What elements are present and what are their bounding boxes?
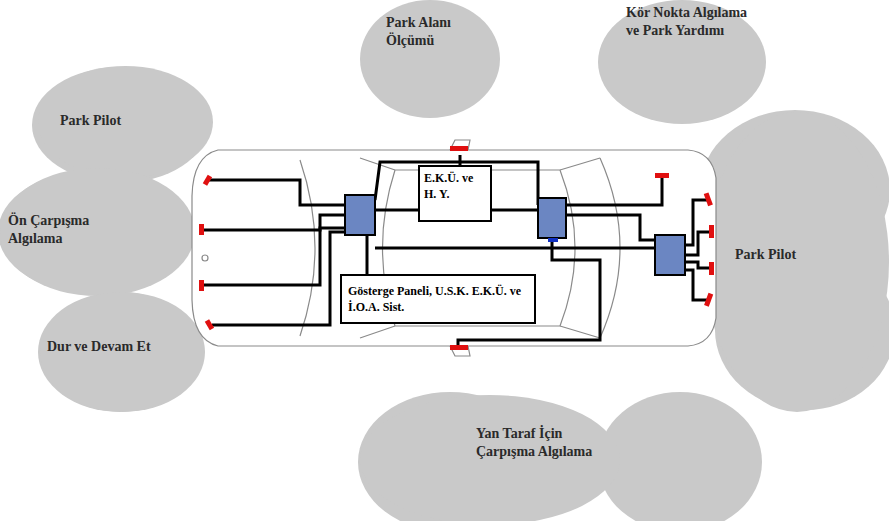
zone-label: Park Pilot [60, 112, 170, 130]
sensor [203, 175, 212, 186]
sensor [450, 345, 468, 350]
zone-label: Kör Nokta Algılama ve Park Yardımı [626, 4, 751, 40]
sensor-zone: Park Alanı Ölçümü [360, 0, 500, 118]
wire [566, 178, 662, 205]
sensor [655, 173, 669, 178]
sensor [205, 319, 214, 330]
wire [366, 235, 369, 275]
control-unit [538, 198, 566, 238]
sensor [450, 146, 468, 151]
control-unit [655, 235, 685, 275]
wire [685, 232, 710, 255]
zone-label: Ön Çarpışma Algılama [8, 212, 138, 248]
zone-label: Yan Taraf İçin Çarpışma Algılama [476, 425, 616, 461]
sensor-zone: Yan Taraf İçin Çarpışma Algılama [360, 395, 620, 521]
wire [459, 155, 462, 165]
sensor-zone: Park Pilot [38, 66, 213, 178]
sensor-zone: Kör Nokta Algılama ve Park Yardımı [598, 0, 766, 124]
wire [212, 232, 345, 325]
sensor [704, 192, 713, 206]
sensor [709, 225, 714, 238]
wire [375, 247, 655, 250]
sensor-zone: Dur ve Devam Et [40, 292, 205, 412]
connector [548, 238, 558, 242]
wire [490, 209, 538, 212]
control-unit-box: Gösterge Paneli, U.S.K. E.K.Ü. ve İ.O.A.… [340, 274, 536, 324]
sensor [199, 224, 204, 235]
sensor-zone: Park Pilot [705, 112, 889, 412]
hood-line [300, 160, 315, 336]
wire [685, 262, 710, 268]
wire [208, 180, 345, 205]
zone-label: Dur ve Devam Et [47, 338, 187, 356]
wire [204, 228, 345, 285]
sensor [704, 293, 713, 307]
box-label: Gösterge Paneli, U.S.K. E.K.Ü. ve İ.O.A.… [348, 284, 528, 315]
emblem [202, 255, 208, 261]
sensor-zone: Ön Çarpışma Algılama [0, 168, 195, 296]
control-unit-box: E.K.Ü. ve H. Y. [418, 165, 492, 222]
sensor [709, 262, 714, 275]
control-unit [345, 195, 375, 235]
sensor-zone [598, 392, 762, 521]
wire [685, 270, 708, 300]
car-body [192, 150, 716, 346]
zone-label: Park Alanı Ölçümü [386, 14, 481, 50]
zone-label: Park Pilot [735, 246, 845, 264]
wire [566, 215, 655, 240]
wire [375, 209, 418, 212]
sensor [199, 280, 204, 291]
box-label: E.K.Ü. ve H. Y. [424, 171, 486, 202]
